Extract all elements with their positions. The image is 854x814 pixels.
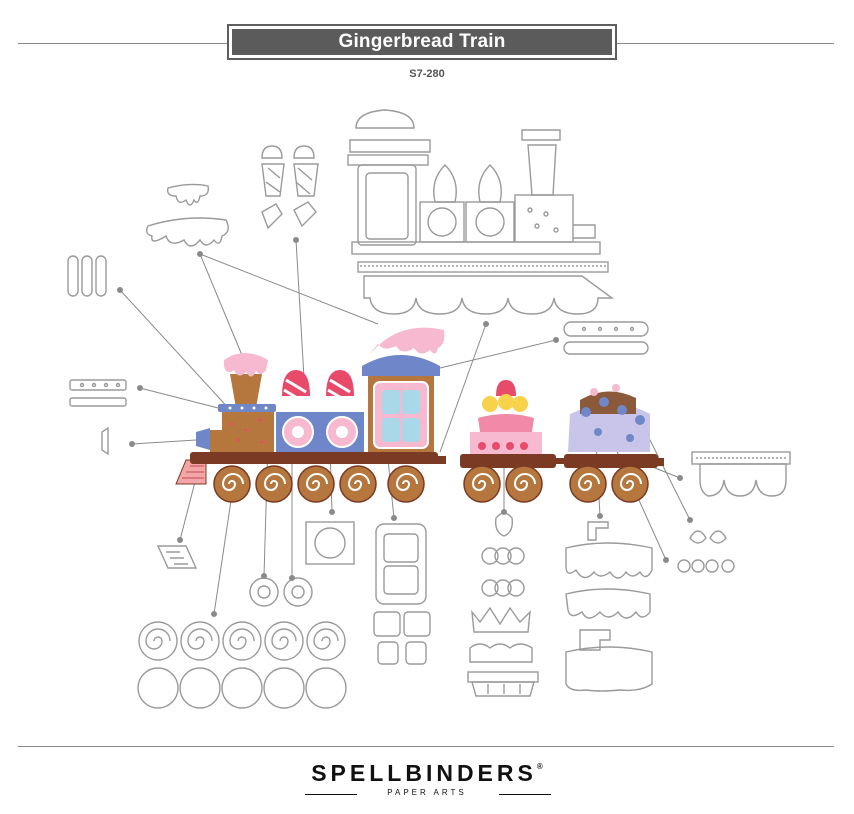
registered-mark: ® — [536, 762, 543, 771]
brand-tagline: PAPER ARTS — [387, 788, 467, 797]
locomotive-outline-die — [347, 109, 615, 315]
roof-strip-dies — [563, 321, 649, 355]
car-base-die — [691, 451, 791, 497]
assembled-train — [175, 327, 664, 503]
footer-rule — [18, 746, 834, 747]
frosting-drip-dies — [145, 183, 229, 247]
tagline-rule-left — [305, 794, 357, 795]
header-rule-right — [617, 43, 834, 44]
strip-dies — [69, 379, 127, 456]
product-code: S7-280 — [409, 68, 445, 80]
page-title: Gingerbread Train — [232, 29, 612, 55]
candy-dies — [261, 145, 319, 230]
title-frame: Gingerbread Train — [227, 24, 617, 60]
header-rule-left — [18, 43, 227, 44]
tagline-rule-right — [499, 794, 551, 795]
bottom-dies — [137, 512, 735, 709]
log-die — [67, 255, 107, 297]
brand-name: SPELLBINDERS — [311, 760, 537, 786]
brand-logo: SPELLBINDERS® — [0, 760, 854, 787]
